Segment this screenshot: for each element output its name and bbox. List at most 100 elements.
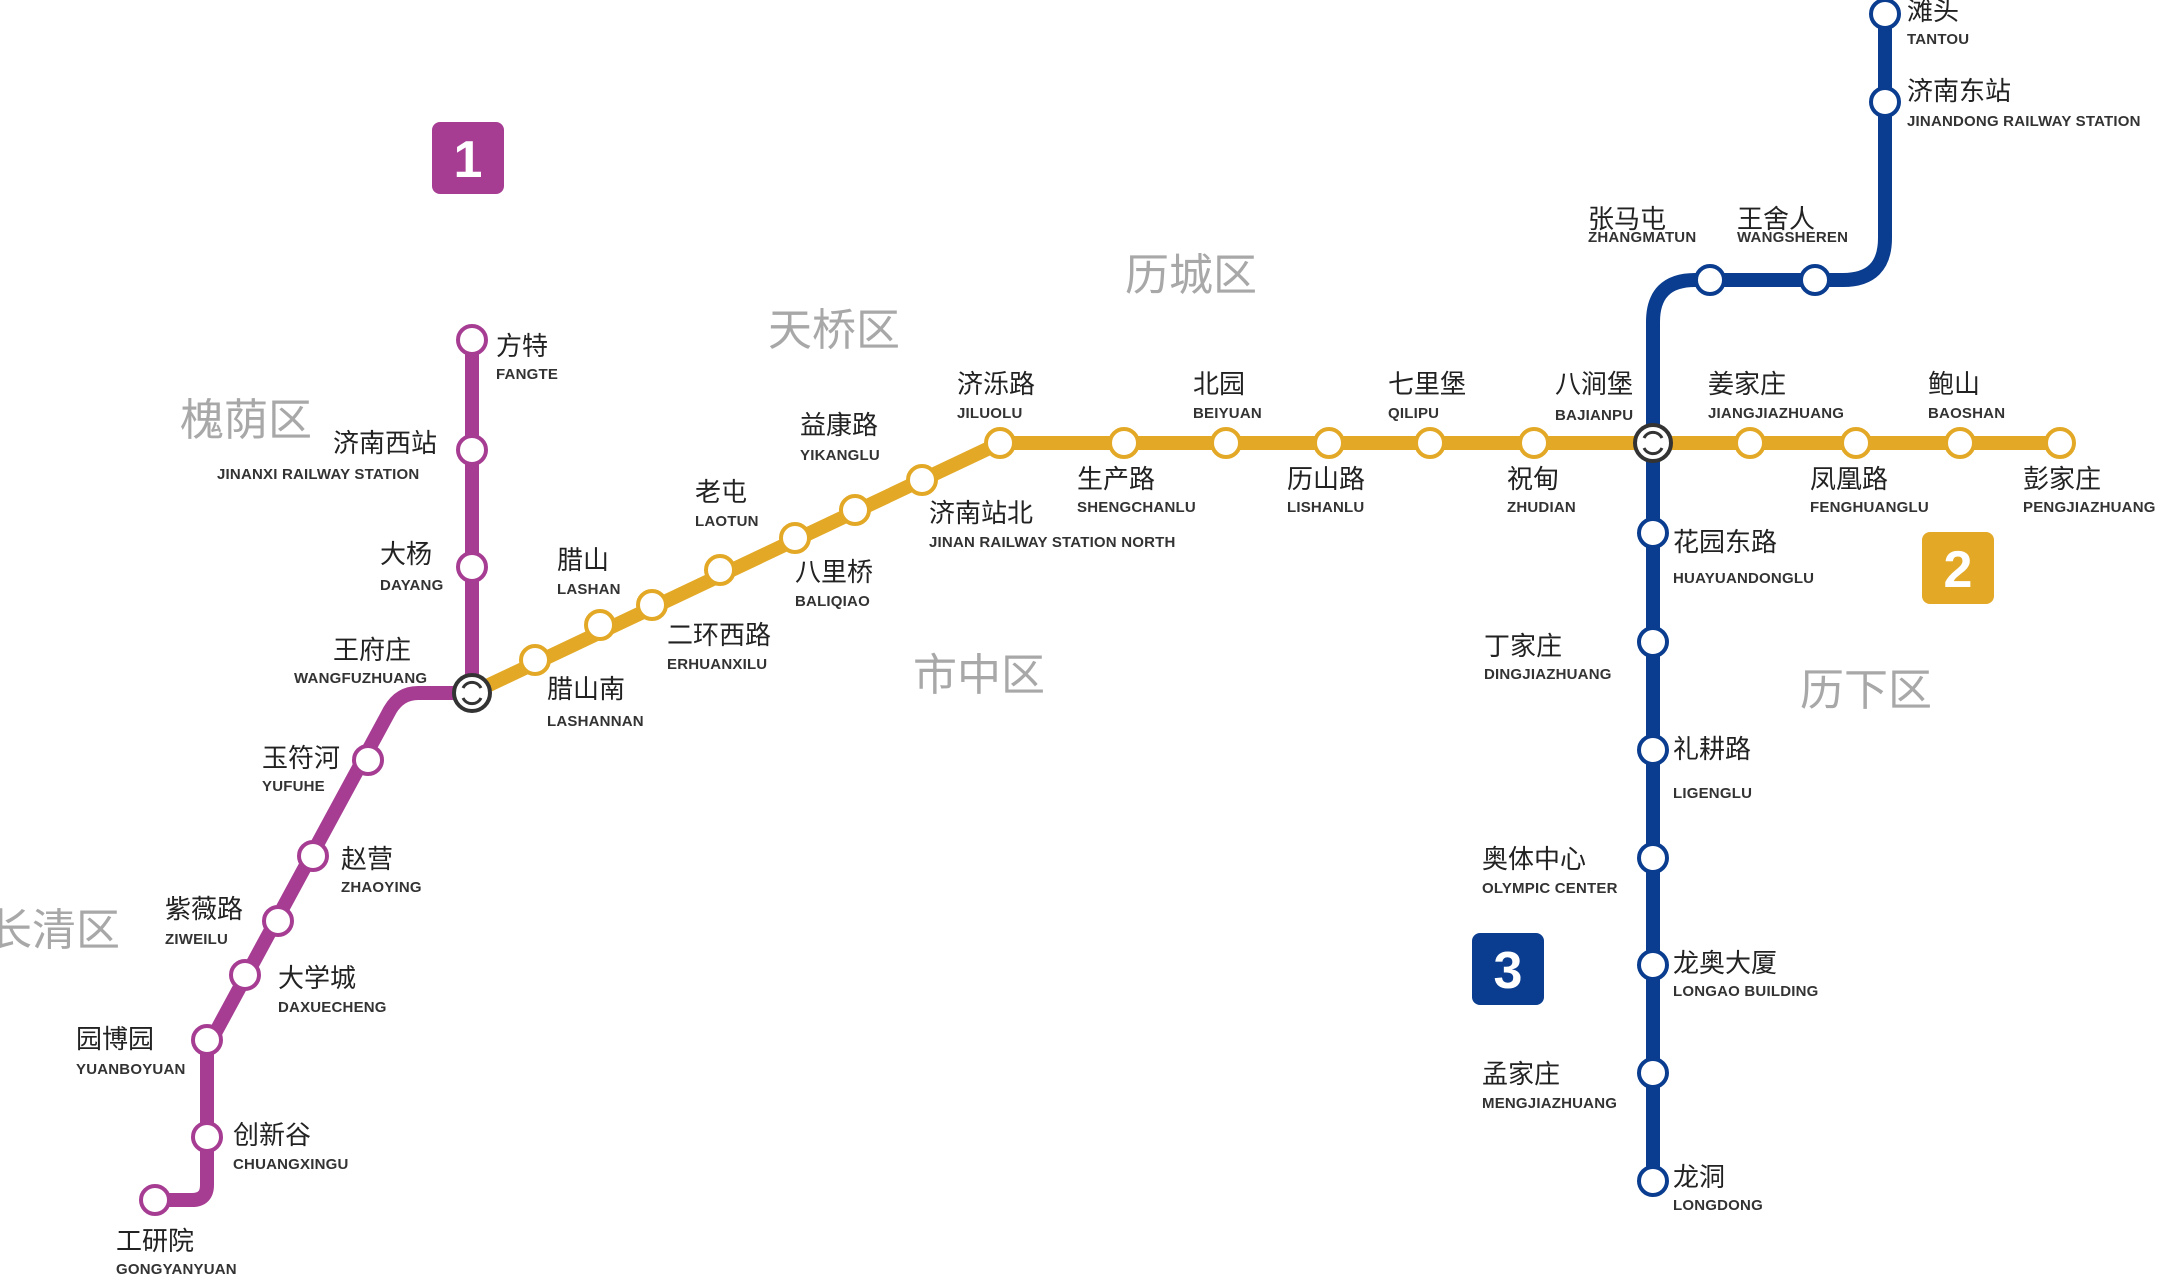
interchange-arrow-top xyxy=(1642,430,1664,439)
station-marker-jiangjiazhuang[interactable] xyxy=(1734,427,1766,459)
station-marker-yuanboyuan[interactable] xyxy=(191,1024,223,1056)
interchange-arrow-bottom xyxy=(461,697,483,706)
station-marker-zhaoying[interactable] xyxy=(297,840,329,872)
line-1-badge-number: 1 xyxy=(454,131,483,189)
station-marker-mengjiazhuang[interactable] xyxy=(1637,1057,1669,1089)
station-marker-jinan-north[interactable] xyxy=(906,464,938,496)
station-marker-fenghuanglu[interactable] xyxy=(1840,427,1872,459)
station-marker-longao-building[interactable] xyxy=(1637,949,1669,981)
station-marker-daxuecheng[interactable] xyxy=(229,959,261,991)
station-marker-dingjiazhuang[interactable] xyxy=(1637,626,1669,658)
station-label-en: ZHANGMATUN xyxy=(1588,229,1696,246)
station-label-en: BAJIANPU xyxy=(1555,407,1633,424)
station-label-en: FANGTE xyxy=(496,366,558,383)
station-label-zh: 奥体中心 xyxy=(1482,845,1586,875)
district-label-huaiyin: 槐荫区 xyxy=(180,395,312,446)
station-marker-dayang[interactable] xyxy=(456,551,488,583)
station-marker-baliqiao[interactable] xyxy=(779,522,811,554)
station-label-zh: 礼耕路 xyxy=(1673,735,1751,765)
station-label-en: JILUOLU xyxy=(957,405,1023,422)
line-1-stations xyxy=(139,324,488,1216)
station-label-zh: 玉符河 xyxy=(262,744,340,774)
line-2-stations xyxy=(519,427,2076,676)
station-label-en: ERHUANXILU xyxy=(667,656,767,673)
station-marker-pengjiazhuang[interactable] xyxy=(2044,427,2076,459)
station-marker-erhuanxilu[interactable] xyxy=(636,589,668,621)
station-marker-ligenglu[interactable] xyxy=(1637,734,1669,766)
station-marker-jiluolu[interactable] xyxy=(984,427,1016,459)
station-label-zh: 鲍山 xyxy=(1928,370,1980,400)
line-1-badge: 1 xyxy=(432,122,504,194)
station-label-en: ZHUDIAN xyxy=(1507,499,1576,516)
district-label-changqing: 长清区 xyxy=(0,905,120,956)
station-marker-tantou[interactable] xyxy=(1869,0,1901,30)
station-label-en: BALIQIAO xyxy=(795,593,870,610)
station-label-zh: 济南西站 xyxy=(333,429,437,459)
station-marker-yufuhe[interactable] xyxy=(352,744,384,776)
station-marker-chuangxingu[interactable] xyxy=(191,1121,223,1153)
station-label-en: BAOSHAN xyxy=(1928,405,2005,422)
station-label-zh: 龙奥大厦 xyxy=(1673,949,1777,979)
station-label-zh: 祝甸 xyxy=(1507,465,1559,495)
station-marker-zhudian[interactable] xyxy=(1518,427,1550,459)
station-marker-longdong[interactable] xyxy=(1637,1165,1669,1197)
station-label-zh: 大杨 xyxy=(380,540,432,570)
station-marker-baoshan[interactable] xyxy=(1944,427,1976,459)
station-label-en: LASHAN xyxy=(557,581,621,598)
station-label-zh: 济南东站 xyxy=(1907,77,2011,107)
station-marker-huayuandonglu[interactable] xyxy=(1637,517,1669,549)
station-marker-fangte[interactable] xyxy=(456,324,488,356)
station-labels: 滩头 TANTOU 济南东站 JINANDONG RAILWAY STATION… xyxy=(76,0,2155,1278)
station-label-zh: 方特 xyxy=(496,332,548,362)
station-label-zh: 创新谷 xyxy=(233,1121,311,1151)
station-marker-ziweilu[interactable] xyxy=(262,905,294,937)
interchange-icon xyxy=(1633,423,1673,463)
station-marker-lashannan[interactable] xyxy=(519,644,551,676)
station-label-zh: 花园东路 xyxy=(1673,528,1777,558)
interchange-bajianpu[interactable] xyxy=(1633,423,1673,463)
station-label-en: LONGAO BUILDING xyxy=(1673,983,1819,1000)
station-label-zh: 紫薇路 xyxy=(165,895,243,925)
station-marker-wangsheren[interactable] xyxy=(1799,264,1831,296)
station-marker-laotun[interactable] xyxy=(704,554,736,586)
station-label-en: JIANGJIAZHUANG xyxy=(1708,405,1844,422)
station-marker-gongyanyuan[interactable] xyxy=(139,1184,171,1216)
station-label-zh: 张马屯 xyxy=(1588,205,1666,235)
station-label-en: SHENGCHANLU xyxy=(1077,499,1196,516)
station-label-en: TANTOU xyxy=(1907,31,1969,48)
district-label-shizhong: 市中区 xyxy=(913,650,1045,701)
station-label-zh: 赵营 xyxy=(341,845,393,875)
district-labels: 历城区 天桥区 槐荫区 市中区 历下区 长清区 xyxy=(0,250,1932,956)
station-label-en: GONGYANYUAN xyxy=(116,1261,237,1278)
station-marker-zhangmatun[interactable] xyxy=(1694,264,1726,296)
station-label-en: CHUANGXINGU xyxy=(233,1156,349,1173)
line-3-badge-bg xyxy=(1472,933,1544,1005)
station-marker-lashan[interactable] xyxy=(584,609,616,641)
station-marker-jinandong[interactable] xyxy=(1869,86,1901,118)
station-marker-shengchanlu[interactable] xyxy=(1108,427,1140,459)
station-label-en: DINGJIAZHUANG xyxy=(1484,666,1612,683)
station-label-en: JINAN RAILWAY STATION NORTH xyxy=(929,534,1176,551)
station-label-en: LISHANLU xyxy=(1287,499,1364,516)
station-label-en: MENGJIAZHUANG xyxy=(1482,1095,1617,1112)
station-label-zh: 七里堡 xyxy=(1388,370,1466,400)
station-label-en: LAOTUN xyxy=(695,513,759,530)
station-marker-yikanglu[interactable] xyxy=(839,494,871,526)
station-label-zh: 北园 xyxy=(1193,370,1245,400)
station-label-en: DAXUECHENG xyxy=(278,999,387,1016)
station-label-zh: 八里桥 xyxy=(795,558,873,588)
station-label-zh: 历山路 xyxy=(1287,465,1365,495)
station-marker-qilipu[interactable] xyxy=(1414,427,1446,459)
district-label-tianqiao: 天桥区 xyxy=(768,305,900,356)
station-label-zh: 二环西路 xyxy=(667,621,771,651)
interchange-wangfuzhuang[interactable] xyxy=(452,673,492,713)
station-marker-olympic-center[interactable] xyxy=(1637,842,1669,874)
station-label-zh: 滩头 xyxy=(1907,0,1959,27)
station-label-zh: 孟家庄 xyxy=(1482,1060,1560,1090)
station-marker-lishanlu[interactable] xyxy=(1313,427,1345,459)
district-label-lixia: 历下区 xyxy=(1800,665,1932,716)
station-label-zh: 王舍人 xyxy=(1737,205,1815,235)
station-marker-beiyuan[interactable] xyxy=(1210,427,1242,459)
station-marker-jinanxi[interactable] xyxy=(456,434,488,466)
station-label-en: DAYANG xyxy=(380,577,443,594)
